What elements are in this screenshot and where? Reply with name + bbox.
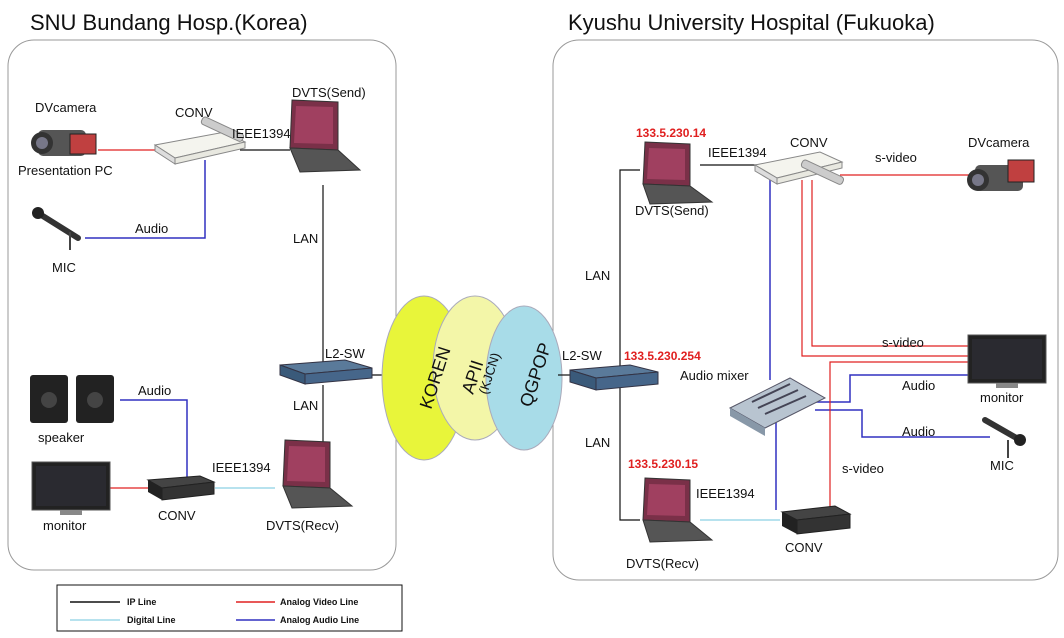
left-speaker-label: speaker <box>38 430 85 445</box>
left-mic-icon <box>32 207 81 250</box>
right-l2sw-label: L2-SW <box>562 348 602 363</box>
left-dvts-recv-label: DVTS(Recv) <box>266 518 339 533</box>
right-ip-switch: 133.5.230.254 <box>624 349 701 363</box>
left-conv-top-label: CONV <box>175 105 213 120</box>
right-mixer-monitor-audio-line <box>815 374 968 403</box>
right-ieee-top-label: IEEE1394 <box>708 145 767 160</box>
left-speaker-icon <box>30 375 114 423</box>
right-lan-top-label: LAN <box>585 268 610 283</box>
right-lan-top-line <box>619 169 640 368</box>
right-svideo-mid-label: s-video <box>882 335 924 350</box>
left-dvts-recv-laptop-icon <box>282 439 354 509</box>
right-monitor-label: monitor <box>980 390 1024 405</box>
right-monitor-video-line-2 <box>811 180 968 347</box>
qgpop-network-cloud <box>485 305 563 451</box>
right-site-title: Kyushu University Hospital (Fukuoka) <box>568 10 935 35</box>
right-audio-mixer-icon <box>728 377 827 436</box>
right-audio-mic-label: Audio <box>902 424 935 439</box>
left-lan-top-label: LAN <box>293 231 318 246</box>
right-dvcamera-icon <box>967 159 1035 191</box>
legend-digital-label: Digital Line <box>127 615 176 625</box>
network-clouds <box>381 295 563 461</box>
legend-analog-video-label: Analog Video Line <box>280 597 358 607</box>
left-site-title: SNU Bundang Hosp.(Korea) <box>30 10 308 35</box>
line-legend <box>56 584 403 632</box>
right-site-panel <box>552 39 1059 581</box>
right-dvts-recv-label: DVTS(Recv) <box>626 556 699 571</box>
left-l2sw-label: L2-SW <box>325 346 365 361</box>
left-dvcamera-label: DVcamera <box>35 100 97 115</box>
right-ieee-bottom-label: IEEE1394 <box>696 486 755 501</box>
right-monitor-video-line <box>801 180 968 357</box>
right-audio-monitor-label: Audio <box>902 378 935 393</box>
left-dvts-send-label: DVTS(Send) <box>292 85 366 100</box>
left-ieee-top-label: IEEE1394 <box>232 126 291 141</box>
right-conv-top-icon <box>753 151 845 185</box>
left-monitor-icon <box>31 461 111 515</box>
right-audio-mixer-label: Audio mixer <box>680 368 749 383</box>
right-svideo-bottom-label: s-video <box>842 461 884 476</box>
left-l2-switch-icon <box>279 359 373 385</box>
right-dvts-send-laptop-icon <box>642 141 714 205</box>
left-ieee-bottom-label: IEEE1394 <box>212 460 271 475</box>
right-lan-bottom-label: LAN <box>585 435 610 450</box>
right-l2-switch-icon <box>569 364 659 391</box>
right-dvcamera-label: DVcamera <box>968 135 1030 150</box>
right-dvts-recv-laptop-icon <box>642 477 714 543</box>
left-site-panel <box>7 39 397 571</box>
right-ip-send: 133.5.230.14 <box>636 126 706 140</box>
right-mixer-mic-audio-line <box>815 409 990 438</box>
right-conv-top-label: CONV <box>790 135 828 150</box>
right-ip-recv: 133.5.230.15 <box>628 457 698 471</box>
right-conv-bottom-video-line <box>829 361 968 510</box>
right-connections <box>558 164 990 521</box>
right-conv-bottom-label: CONV <box>785 540 823 555</box>
left-speaker-audio-line <box>120 399 188 480</box>
legend-analog-audio-label: Analog Audio Line <box>280 615 359 625</box>
left-conv-bottom-label: CONV <box>158 508 196 523</box>
right-lan-bottom-line <box>619 385 640 521</box>
left-audio-top-label: Audio <box>135 221 168 236</box>
left-dvts-send-laptop-icon <box>289 99 362 173</box>
left-mic-label: MIC <box>52 260 76 275</box>
left-conv-bottom-icon <box>146 475 216 501</box>
left-dvcamera-icon <box>31 130 97 156</box>
right-mic-icon <box>982 417 1026 458</box>
left-connections <box>85 149 400 489</box>
right-conv-bottom-icon <box>780 505 852 535</box>
left-lan-bottom-label: LAN <box>293 398 318 413</box>
right-monitor-icon <box>967 334 1047 388</box>
legend-ip-line-label: IP Line <box>127 597 156 607</box>
left-mic-audio-line <box>85 160 206 239</box>
right-svideo-top-label: s-video <box>875 150 917 165</box>
right-mic-label: MIC <box>990 458 1014 473</box>
left-monitor-label: monitor <box>43 518 87 533</box>
left-audio-bottom-label: Audio <box>138 383 171 398</box>
right-dvts-send-label: DVTS(Send) <box>635 203 709 218</box>
left-conv-top-icon <box>153 116 247 165</box>
left-presentation-pc-label: Presentation PC <box>18 163 113 178</box>
